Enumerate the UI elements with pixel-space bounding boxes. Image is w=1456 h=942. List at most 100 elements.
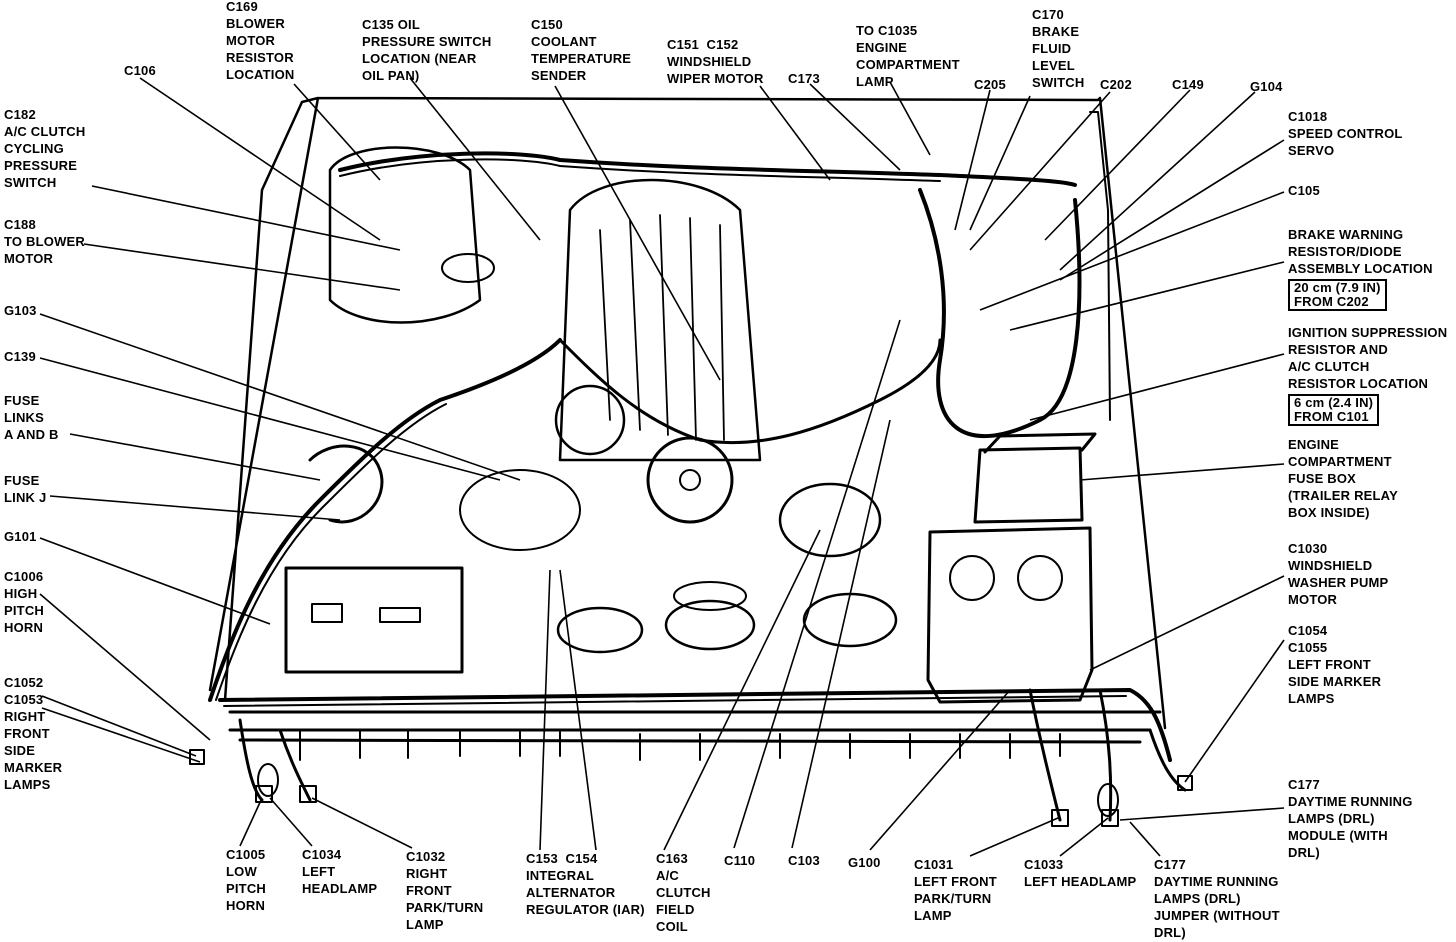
leader-c170: [969, 95, 1031, 231]
washer-cap-left: [949, 555, 995, 601]
leader-c1035: [889, 81, 931, 156]
air-cleaner: [328, 146, 482, 324]
label-c1018: C1018 SPEED CONTROL SERVO: [1288, 109, 1403, 158]
label-c153-c154: C153 C154 INTEGRAL ALTERNATOR REGULATOR …: [526, 851, 645, 917]
leader-lines: [39, 77, 1285, 857]
leader-c1053: [41, 707, 201, 763]
leader-c110: [733, 319, 901, 849]
label-g101: G101: [4, 529, 37, 544]
label-c110: C110: [724, 853, 756, 868]
battery: [284, 566, 464, 674]
pulley-3: [802, 592, 898, 648]
leader-c154: [559, 569, 597, 851]
label-c177-module: C177 DAYTIME RUNNING LAMPS (DRL) MODULE …: [1288, 777, 1413, 860]
label-g100: G100: [848, 855, 881, 870]
label-c163: C163 A/C CLUTCH FIELD COIL: [656, 851, 711, 934]
leader-ignition: [1029, 353, 1285, 421]
front-harness: [218, 688, 1172, 762]
front-harness-2: [223, 695, 1127, 707]
leader-fuse-box: [1079, 463, 1285, 481]
label-brake-warning-distance: 20 cm (7.9 IN) FROM C202: [1288, 279, 1387, 311]
pulley-2: [664, 599, 756, 651]
alternator: [554, 384, 626, 456]
label-c205: C205: [974, 77, 1006, 92]
label-fuse-link-j: FUSE LINK J: [4, 473, 47, 505]
leader-g100: [869, 689, 1011, 851]
label-c202: C202: [1100, 77, 1132, 92]
label-c1005: C1005 LOW PITCH HORN: [226, 847, 266, 913]
leader-c188: [83, 243, 401, 291]
label-c188: C188 TO BLOWER MOTOR: [4, 217, 85, 266]
label-c1034: C1034 LEFT HEADLAMP: [302, 847, 378, 896]
leader-c103: [791, 419, 891, 849]
pulley-4: [673, 581, 747, 611]
connector-c1031: [1051, 809, 1069, 827]
label-c182: C182 A/C CLUTCH CYCLING PRESSURE SWITCH: [4, 107, 86, 190]
pulley-1: [556, 606, 644, 654]
leader-c135: [409, 77, 541, 241]
label-c1030: C1030 WINDSHIELD WASHER PUMP MOTOR: [1288, 541, 1389, 607]
battery-post-right: [379, 607, 421, 623]
washer-cap-right: [1017, 555, 1063, 601]
leader-g103: [39, 313, 521, 481]
fuse-box: [973, 432, 1097, 524]
leader-brake-warning: [1009, 261, 1285, 331]
leader-c105: [979, 191, 1285, 311]
leader-c1031: [969, 817, 1059, 857]
leader-c1054: [1184, 639, 1285, 783]
label-g103: G103: [4, 303, 37, 318]
engine-compartment-drawing: [189, 96, 1193, 827]
radiator-support-ribs: [299, 729, 1061, 761]
label-c135: C135 OIL PRESSURE SWITCH LOCATION (NEAR …: [362, 17, 492, 83]
label-g104: G104: [1250, 79, 1283, 94]
leader-c163: [663, 529, 821, 851]
leader-c1030: [1089, 575, 1285, 671]
label-c170: C170 BRAKE FLUID LEVEL SWITCH: [1032, 7, 1085, 90]
label-engine-fuse-box: ENGINE COMPARTMENT FUSE BOX (TRAILER REL…: [1288, 437, 1398, 520]
leader-c1052: [41, 695, 197, 757]
leader-g104: [1059, 91, 1256, 271]
leader-c177-module: [1119, 807, 1285, 821]
leader-c173: [809, 83, 901, 171]
main-harness-left-2: [215, 403, 447, 701]
leader-c149: [1044, 89, 1191, 241]
label-c151-c152: C151 C152 WINDSHIELD WIPER MOTOR: [667, 37, 764, 86]
leader-c150: [554, 85, 721, 381]
battery-post-left: [311, 603, 343, 623]
distributor-center: [679, 469, 701, 491]
leader-c1005: [239, 797, 263, 847]
leader-c202: [969, 91, 1111, 251]
leader-g101: [39, 537, 271, 625]
top-harness-2: [339, 158, 941, 182]
label-ignition-suppression: IGNITION SUPPRESSION RESISTOR AND A/C CL…: [1288, 325, 1448, 391]
leader-c182: [91, 185, 401, 251]
radiator-fan: [459, 469, 581, 551]
connector-c1052: [189, 749, 205, 765]
label-c169: C169 BLOWER MOTOR RESISTOR LOCATION: [226, 0, 295, 82]
radiator-support: [228, 710, 1162, 744]
leader-c139: [39, 357, 501, 481]
label-ignition-distance: 6 cm (2.4 IN) FROM C101: [1288, 394, 1380, 426]
label-c1052-c1053: C1052 C1053 RIGHT FRONT SIDE MARKER LAMP…: [4, 675, 63, 792]
leader-c205: [954, 89, 991, 231]
label-c173: C173: [788, 71, 820, 86]
label-c1031: C1031 LEFT FRONT PARK/TURN LAMP: [914, 857, 997, 923]
label-c103: C103: [788, 853, 820, 868]
fender-inner-right: [1089, 111, 1111, 421]
leader-c1018: [1059, 139, 1285, 281]
leader-c151: [759, 85, 831, 181]
leader-c1033: [1059, 817, 1109, 857]
leader-c1034: [269, 797, 313, 847]
air-cleaner-top: [441, 253, 495, 283]
leader-fuse-link-j: [49, 495, 341, 521]
harness-down-right: [1028, 688, 1187, 822]
fender-outline: [208, 96, 1167, 730]
label-c1033: C1033 LEFT HEADLAMP: [1024, 857, 1137, 889]
label-c139: C139: [4, 349, 36, 364]
headlamp-left-housing: [1097, 783, 1119, 817]
label-fuse-links-ab: FUSE LINKS A AND B: [4, 393, 59, 442]
label-c1006: C1006 HIGH PITCH HORN: [4, 569, 44, 635]
leader-c106: [139, 77, 381, 241]
engine-intake: [558, 178, 762, 462]
leader-c153: [539, 569, 551, 851]
